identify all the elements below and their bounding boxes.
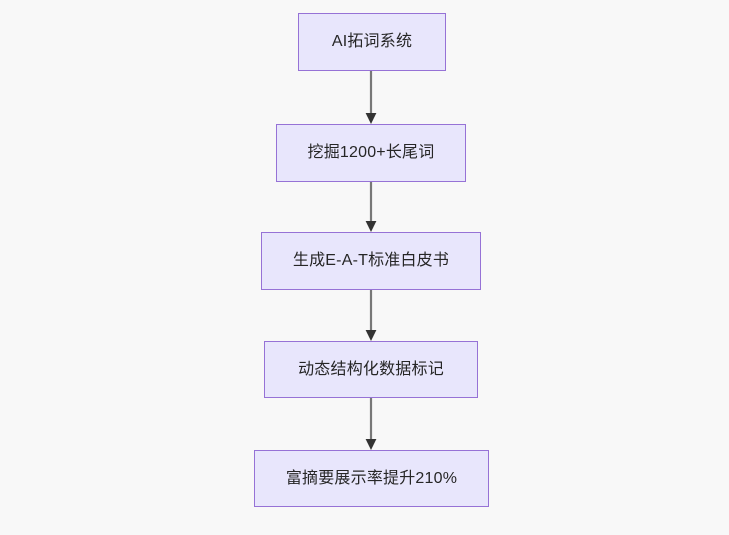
flow-node-label: 生成E-A-T标准白皮书 bbox=[292, 252, 450, 270]
flow-node-label: 挖掘1200+长尾词 bbox=[307, 144, 435, 162]
flow-node-label: AI拓词系统 bbox=[331, 33, 413, 51]
flow-edge-2 bbox=[361, 182, 381, 232]
flow-edge-1 bbox=[361, 71, 381, 124]
arrowhead-icon bbox=[365, 221, 377, 232]
flow-node-rich-snippet-rate-increase[interactable]: 富摘要展示率提升210% bbox=[254, 450, 489, 507]
flow-edge-4 bbox=[361, 398, 381, 450]
flow-node-ai-keyword-system[interactable]: AI拓词系统 bbox=[298, 13, 446, 71]
flow-node-label: 动态结构化数据标记 bbox=[298, 360, 444, 378]
flow-node-mine-longtail-keywords[interactable]: 挖掘1200+长尾词 bbox=[276, 124, 466, 182]
flow-node-dynamic-structured-data-markup[interactable]: 动态结构化数据标记 bbox=[264, 341, 478, 398]
arrowhead-icon bbox=[365, 330, 377, 341]
flow-node-label: 富摘要展示率提升210% bbox=[285, 469, 458, 487]
arrowhead-icon bbox=[365, 439, 377, 450]
flow-edge-3 bbox=[361, 290, 381, 341]
flow-node-generate-eat-whitepaper[interactable]: 生成E-A-T标准白皮书 bbox=[261, 232, 481, 290]
arrowhead-icon bbox=[365, 113, 377, 124]
